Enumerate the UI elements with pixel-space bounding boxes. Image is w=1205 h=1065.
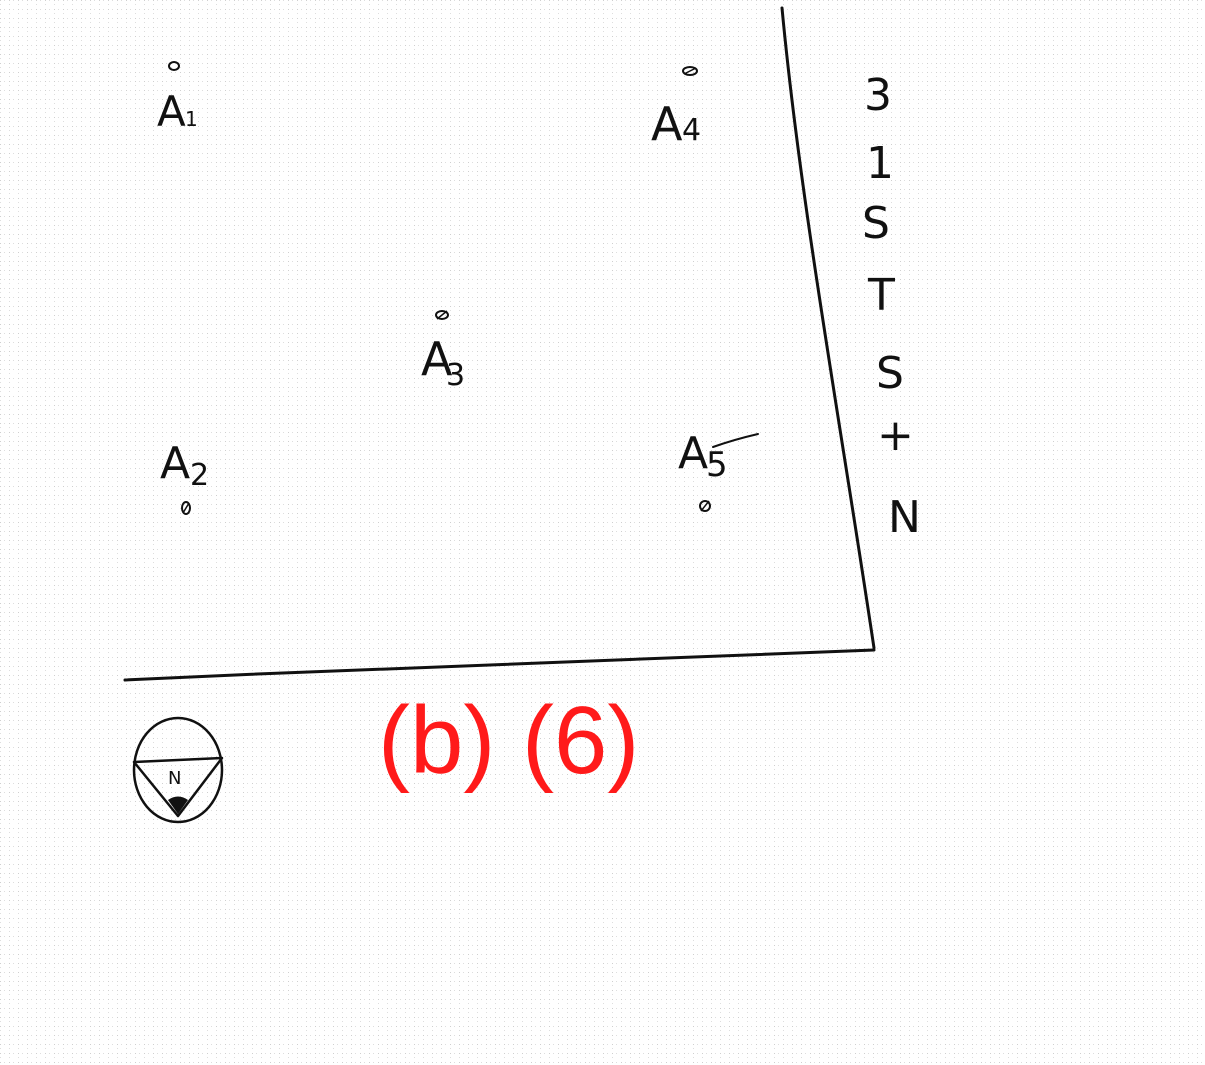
point-marker [682, 66, 698, 76]
point-a3: A 3 [421, 310, 465, 393]
street-label: 3 1 S T S + N [862, 70, 921, 543]
north-arrow-icon [168, 796, 188, 814]
compass-circle [132, 716, 224, 824]
redaction-caption: (b) (6) [378, 687, 639, 794]
street-label-char: S [876, 348, 904, 399]
point-a5: A 5 [678, 428, 759, 512]
point-a1-letter: A [157, 87, 186, 136]
point-a1-subscript: 1 [185, 107, 198, 131]
point-marker [181, 501, 191, 515]
north-label: N [168, 768, 181, 789]
north-arrow: N [132, 716, 224, 824]
point-a4-subscript: 4 [682, 113, 701, 148]
street-label-char: T [867, 270, 895, 321]
point-a3-letter: A [421, 332, 453, 386]
leader-line [712, 433, 759, 448]
point-a2-subscript: 2 [190, 458, 209, 493]
point-a3-subscript: 3 [446, 358, 465, 393]
street-label-char: 1 [866, 138, 894, 189]
street-label-char: N [888, 492, 921, 543]
point-marker [699, 500, 711, 512]
street-label-char: 3 [864, 70, 892, 121]
point-a4-letter: A [651, 97, 683, 151]
point-a2: A 2 [160, 438, 209, 515]
point-a2-letter: A [160, 438, 190, 489]
east-boundary-line [780, 6, 876, 650]
point-marker [435, 310, 449, 320]
south-boundary-line [123, 648, 876, 682]
street-label-char: + [877, 410, 914, 461]
point-a4: A 4 [651, 66, 701, 151]
point-a1: A 1 [157, 61, 198, 136]
point-a5-letter: A [678, 428, 708, 479]
point-a5-subscript: 5 [706, 445, 728, 485]
street-label-char: S [862, 198, 890, 249]
compass-triangle [132, 756, 224, 818]
point-marker [168, 61, 180, 71]
